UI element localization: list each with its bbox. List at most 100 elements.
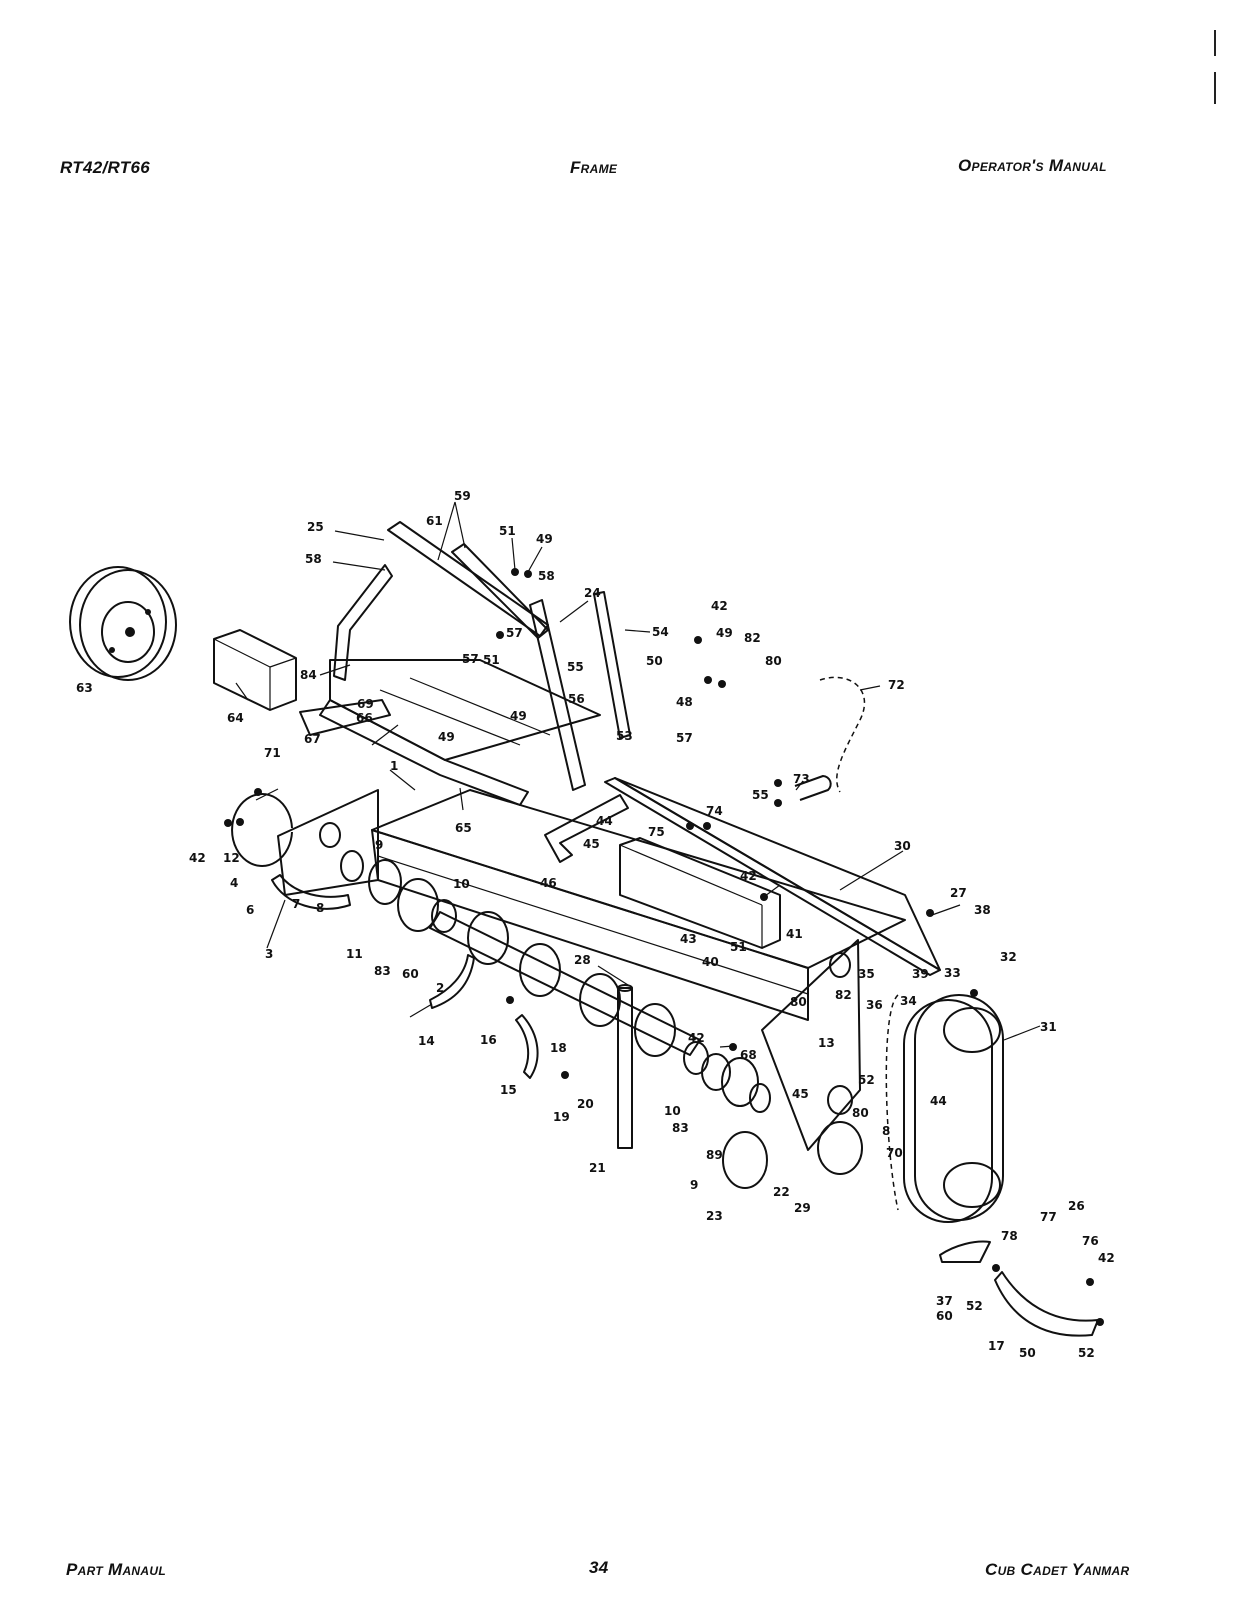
callout-69: 69 — [357, 697, 374, 711]
scan-edge-mark — [1214, 30, 1216, 56]
mast-part — [529, 591, 631, 791]
callout-56: 56 — [568, 692, 585, 706]
callout-60b: 60 — [936, 1309, 953, 1323]
callout-42: 42 — [711, 599, 728, 613]
callout-38: 38 — [974, 903, 991, 917]
callout-40: 40 — [702, 955, 719, 969]
chain-part — [819, 676, 866, 793]
tine-shaft-part — [429, 911, 701, 1057]
callout-52c: 52 — [1078, 1346, 1095, 1360]
tine-part — [271, 874, 1099, 1337]
callout-22: 22 — [773, 1185, 790, 1199]
callout-80c: 80 — [852, 1106, 869, 1120]
callout-39: 39 — [912, 967, 929, 981]
callout-66: 66 — [356, 711, 373, 725]
callout-13: 13 — [818, 1036, 835, 1050]
callout-26: 26 — [1068, 1199, 1085, 1213]
callout-65: 65 — [455, 821, 472, 835]
callout-37: 37 — [936, 1294, 953, 1308]
manual-title: Operator's Manual — [958, 156, 1107, 175]
footer-part-manual: Part Manaul — [66, 1560, 166, 1579]
callout-49b: 49 — [716, 626, 733, 640]
callout-77: 77 — [1040, 1210, 1057, 1224]
callout-25: 25 — [307, 520, 324, 534]
tube-part — [213, 629, 297, 711]
right-side-plate-part — [761, 939, 861, 1151]
callout-28: 28 — [574, 953, 591, 967]
callout-29: 29 — [794, 1201, 811, 1215]
callout-83: 83 — [374, 964, 391, 978]
callout-76: 76 — [1082, 1234, 1099, 1248]
post-part — [617, 984, 633, 1149]
pulley-part — [69, 566, 177, 681]
lift-arm-part — [333, 521, 549, 681]
callout-7: 7 — [292, 897, 300, 911]
callout-70: 70 — [886, 1146, 903, 1160]
callout-55b: 55 — [752, 788, 769, 802]
scan-edge-mark — [1214, 72, 1216, 104]
callout-9: 9 — [375, 838, 383, 852]
callout-42b: 42 — [189, 851, 206, 865]
callout-8b: 8 — [882, 1124, 890, 1138]
rear-bar-part — [604, 777, 941, 976]
callout-80b: 80 — [790, 995, 807, 1009]
callout-73: 73 — [793, 772, 810, 786]
callout-30: 30 — [894, 839, 911, 853]
callout-54: 54 — [652, 625, 669, 639]
callout-57c: 57 — [676, 731, 693, 745]
callout-58: 58 — [305, 552, 322, 566]
callout-67: 67 — [304, 732, 321, 746]
callout-83b: 83 — [672, 1121, 689, 1135]
callout-80: 80 — [765, 654, 782, 668]
callout-49c: 49 — [510, 709, 527, 723]
callout-1: 1 — [390, 759, 398, 773]
callout-8: 8 — [316, 901, 324, 915]
callout-57: 57 — [506, 626, 523, 640]
callout-4: 4 — [230, 876, 238, 890]
callout-18: 18 — [550, 1041, 567, 1055]
callout-17: 17 — [988, 1339, 1005, 1353]
leader-lines — [235, 501, 1041, 1048]
callout-53: 53 — [616, 729, 633, 743]
callout-11: 11 — [346, 947, 363, 961]
callout-68: 68 — [740, 1048, 757, 1062]
callout-50b: 50 — [1019, 1346, 1036, 1360]
channel-part — [619, 837, 781, 949]
section-title: Frame — [570, 158, 618, 177]
callout-43: 43 — [680, 932, 697, 946]
callout-41: 41 — [786, 927, 803, 941]
callout-27: 27 — [950, 886, 967, 900]
callout-20: 20 — [577, 1097, 594, 1111]
callout-84: 84 — [300, 668, 317, 682]
callout-50: 50 — [646, 654, 663, 668]
callout-57b: 57 — [462, 652, 479, 666]
callout-44b: 44 — [930, 1094, 947, 1108]
left-side-plate-part — [231, 789, 379, 896]
callout-12: 12 — [223, 851, 240, 865]
callout-52b: 52 — [966, 1299, 983, 1313]
callout-51: 51 — [499, 524, 516, 538]
callout-42c: 42 — [740, 869, 757, 883]
callout-63: 63 — [76, 681, 93, 695]
callout-10b: 10 — [664, 1104, 681, 1118]
callout-58b: 58 — [538, 569, 555, 583]
callout-36: 36 — [866, 998, 883, 1012]
callout-numbers: 59 61 25 51 49 58 58 24 42 57 54 49 82 5… — [76, 489, 1115, 1360]
callout-16: 16 — [480, 1033, 497, 1047]
callout-82: 82 — [744, 631, 761, 645]
bearing-set-part — [340, 850, 863, 1189]
callout-23: 23 — [706, 1209, 723, 1223]
callout-33: 33 — [944, 966, 961, 980]
callout-64: 64 — [227, 711, 244, 725]
callout-9b: 9 — [690, 1178, 698, 1192]
callout-15: 15 — [500, 1083, 517, 1097]
callout-51b: 51 — [483, 653, 500, 667]
callout-3: 3 — [265, 947, 273, 961]
callout-34: 34 — [900, 994, 917, 1008]
model-label: RT42/RT66 — [60, 158, 150, 177]
hardware-part — [224, 568, 1104, 1326]
callout-51c: 51 — [730, 940, 747, 954]
callout-35: 35 — [858, 967, 875, 981]
footer-brand: Cub Cadet Yanmar — [985, 1560, 1130, 1579]
callout-72: 72 — [888, 678, 905, 692]
